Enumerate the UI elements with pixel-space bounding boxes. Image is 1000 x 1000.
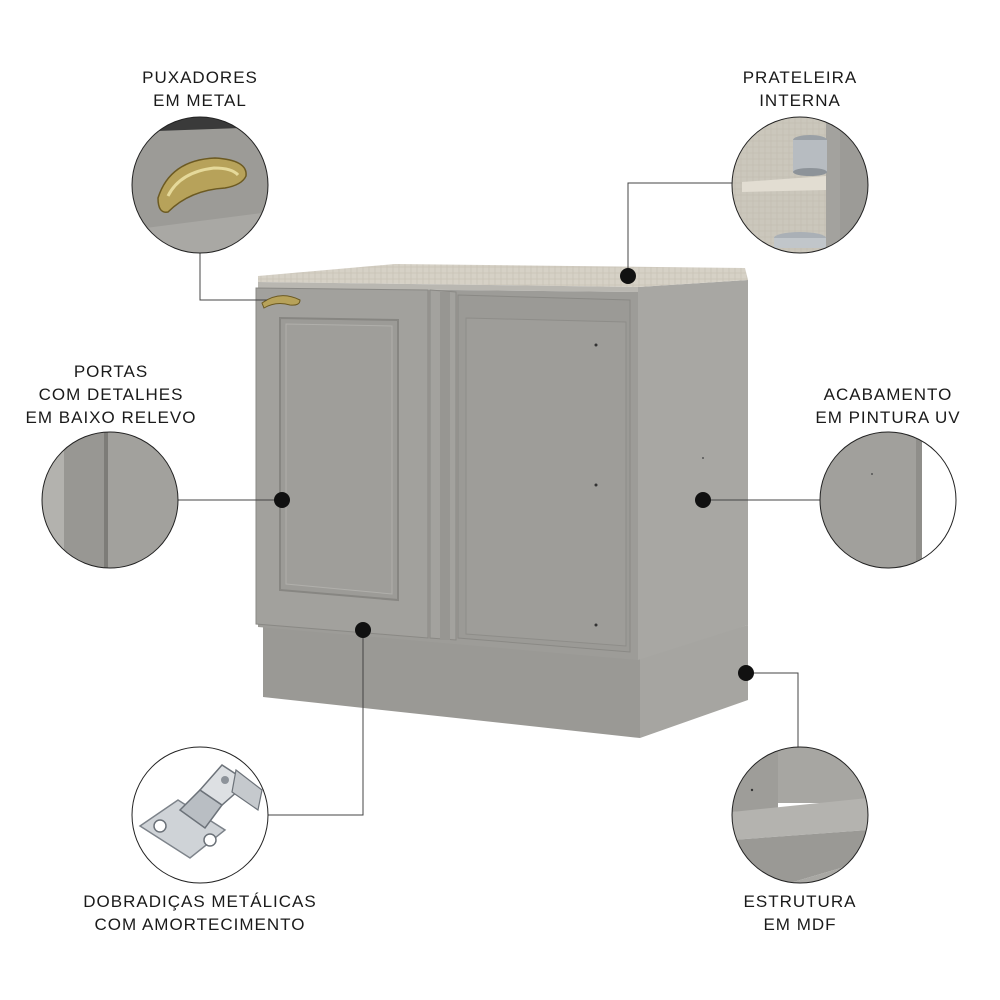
label-line: COM DETALHES <box>38 385 184 404</box>
mdf-structure-icon <box>732 747 868 883</box>
cabinet-side-panel <box>638 280 748 660</box>
detail-circle-estrutura <box>731 746 869 884</box>
label-line: DOBRADIÇAS METÁLICAS <box>83 892 317 911</box>
uv-finish-icon <box>820 432 956 568</box>
label-line: EM METAL <box>153 91 247 110</box>
label-line: PUXADORES <box>142 68 258 87</box>
hinge-icon <box>138 764 263 859</box>
dot-estrutura <box>738 665 754 681</box>
label-line: EM BAIXO RELEVO <box>25 408 197 427</box>
dot-portas <box>274 492 290 508</box>
label-line: EM PINTURA UV <box>815 408 961 427</box>
label-portas: PORTAS COM DETALHES EM BAIXO RELEVO <box>0 360 222 429</box>
detail-circle-acabamento <box>819 431 957 569</box>
label-acabamento: ACABAMENTO EM PINTURA UV <box>788 383 988 429</box>
callout-lines <box>178 182 820 816</box>
handle-icon <box>261 295 301 309</box>
label-line: PRATELEIRA <box>742 68 858 87</box>
dot-prateleira <box>620 268 636 284</box>
label-line: PORTAS <box>73 362 149 381</box>
label-prateleira: PRATELEIRA INTERNA <box>710 66 890 112</box>
detail-circle-portas <box>41 431 179 569</box>
detail-circle-prateleira <box>731 116 869 254</box>
cabinet-plinth-side <box>640 625 748 738</box>
label-line: EM MDF <box>763 915 837 934</box>
label-puxadores: PUXADORES EM METAL <box>110 66 290 112</box>
label-estrutura: ESTRUTURA EM MDF <box>710 890 890 936</box>
cabinet <box>255 264 748 738</box>
label-line: ESTRUTURA <box>743 892 857 911</box>
label-line: INTERNA <box>759 91 841 110</box>
label-dobradicas: DOBRADIÇAS METÁLICAS COM AMORTECIMENTO <box>50 890 350 936</box>
callout-dots <box>274 268 754 681</box>
dot-acabamento <box>695 492 711 508</box>
label-line: COM AMORTECIMENTO <box>94 915 306 934</box>
detail-circle-puxadores <box>131 116 269 254</box>
detail-circle-dobradicas <box>131 746 269 884</box>
dot-dobradicas <box>355 622 371 638</box>
handle-icon <box>157 157 247 213</box>
label-line: ACABAMENTO <box>823 385 953 404</box>
door-relief-icon <box>42 432 178 568</box>
